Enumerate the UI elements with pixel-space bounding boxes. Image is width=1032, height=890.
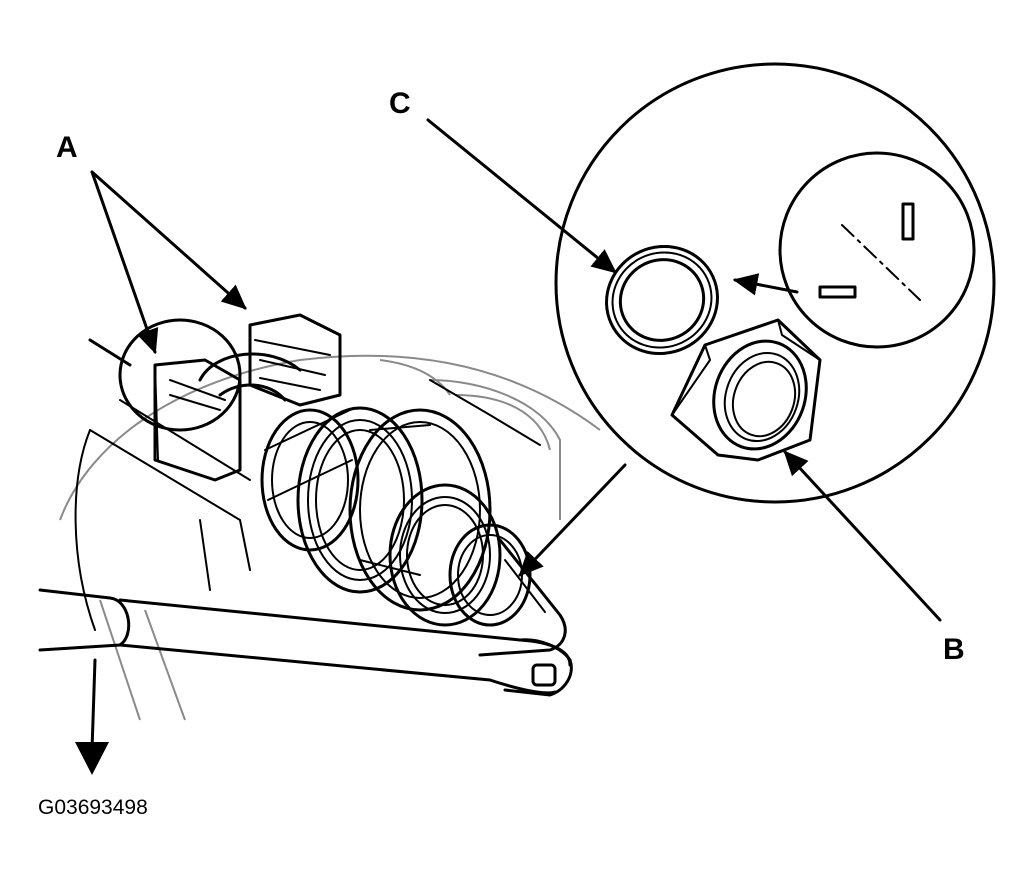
callout-label-c: C	[389, 87, 411, 120]
rotation-arrow	[75, 658, 109, 775]
callout-label-a: A	[56, 131, 78, 164]
magnified-inset	[554, 62, 996, 504]
punch-mark-inset	[778, 151, 976, 349]
lock-nut	[670, 318, 822, 462]
shift-forks	[88, 313, 342, 482]
spring-washer	[605, 244, 719, 356]
transmission-housing	[59, 354, 601, 721]
wrench-handle	[38, 588, 573, 697]
inset-pointer-line	[518, 463, 627, 577]
callout-c-leader	[426, 118, 617, 274]
gear-stack	[260, 406, 532, 627]
callout-label-b: B	[943, 633, 965, 666]
figure-code: G03693498	[38, 796, 148, 819]
callout-b-leader	[783, 450, 942, 622]
mainshaft-end	[478, 538, 567, 657]
callout-a-leaders	[90, 170, 247, 355]
